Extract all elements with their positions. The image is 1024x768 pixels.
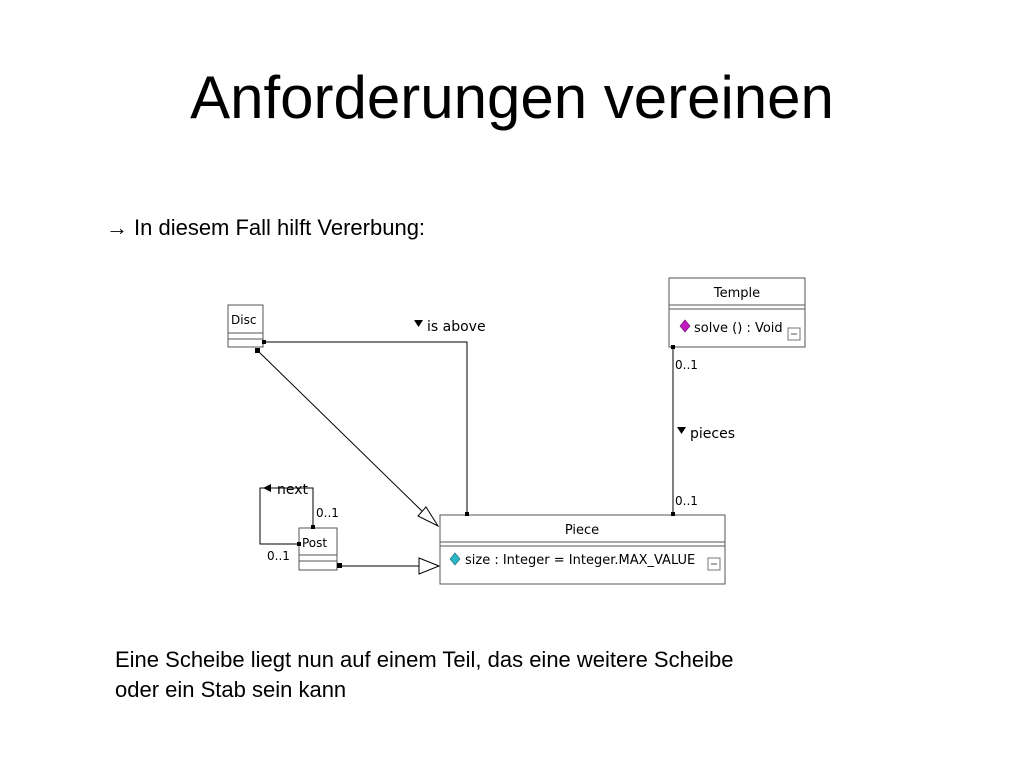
class-name-temple: Temple bbox=[713, 286, 760, 301]
association-is-above: is above bbox=[262, 319, 486, 515]
generalization-arrowhead bbox=[418, 557, 441, 575]
association-end-dot bbox=[671, 512, 675, 516]
multiplicity-pieces-top: 0..1 bbox=[675, 358, 698, 372]
association-end-dot bbox=[671, 345, 675, 349]
field-diamond-icon bbox=[449, 552, 461, 566]
generalization-disc-piece bbox=[257, 350, 440, 528]
collapse-icon[interactable] bbox=[707, 557, 721, 571]
caption-line: oder ein Stab sein kann bbox=[115, 677, 347, 702]
direction-triangle-icon bbox=[414, 320, 423, 327]
slide-caption: Eine Scheibe liegt nun auf einem Teil, d… bbox=[115, 645, 875, 705]
association-end-dot bbox=[262, 340, 266, 344]
class-piece[interactable]: Piece size : Integer = Integer.MAX_VALUE bbox=[439, 514, 726, 585]
multiplicity-pieces-bottom: 0..1 bbox=[675, 494, 698, 508]
association-end-markers bbox=[255, 340, 675, 568]
association-end-dot bbox=[337, 563, 342, 568]
association-label-is-above: is above bbox=[427, 319, 486, 335]
direction-triangle-icon bbox=[263, 484, 271, 492]
association-end-dot bbox=[465, 512, 469, 516]
class-name-piece: Piece bbox=[565, 523, 599, 538]
slide-title: Anforderungen vereinen bbox=[190, 64, 834, 131]
caption-line: Eine Scheibe liegt nun auf einem Teil, d… bbox=[115, 647, 734, 672]
class-attribute-piece: size : Integer = Integer.MAX_VALUE bbox=[465, 553, 695, 568]
method-diamond-icon bbox=[679, 319, 691, 333]
association-label-next: next bbox=[277, 482, 309, 498]
class-name-post: Post bbox=[302, 536, 327, 550]
bullet-point: →In diesem Fall hilft Vererbung: bbox=[106, 214, 425, 242]
class-name-disc: Disc bbox=[231, 313, 256, 327]
collapse-icon[interactable] bbox=[787, 327, 801, 341]
association-end-dot bbox=[297, 542, 301, 546]
generalization-post-piece bbox=[340, 557, 441, 575]
class-temple[interactable]: Temple solve () : Void bbox=[668, 277, 806, 348]
class-post[interactable]: Post bbox=[298, 527, 338, 571]
association-label-pieces: pieces bbox=[690, 426, 735, 442]
association-pieces: 0..1 pieces 0..1 bbox=[672, 347, 735, 515]
class-operation-temple: solve () : Void bbox=[694, 321, 783, 336]
association-end-dot bbox=[255, 348, 260, 353]
multiplicity-next-left: 0..1 bbox=[267, 549, 290, 563]
multiplicity-next-right: 0..1 bbox=[316, 506, 339, 520]
association-next: next 0..1 0..1 bbox=[259, 482, 339, 563]
right-arrow-icon: → bbox=[106, 215, 128, 240]
bullet-text: In diesem Fall hilft Vererbung: bbox=[134, 215, 426, 240]
class-disc[interactable]: Disc bbox=[227, 304, 264, 348]
association-end-dot bbox=[311, 525, 315, 529]
direction-triangle-icon bbox=[677, 427, 686, 434]
generalization-arrowhead bbox=[417, 506, 440, 528]
